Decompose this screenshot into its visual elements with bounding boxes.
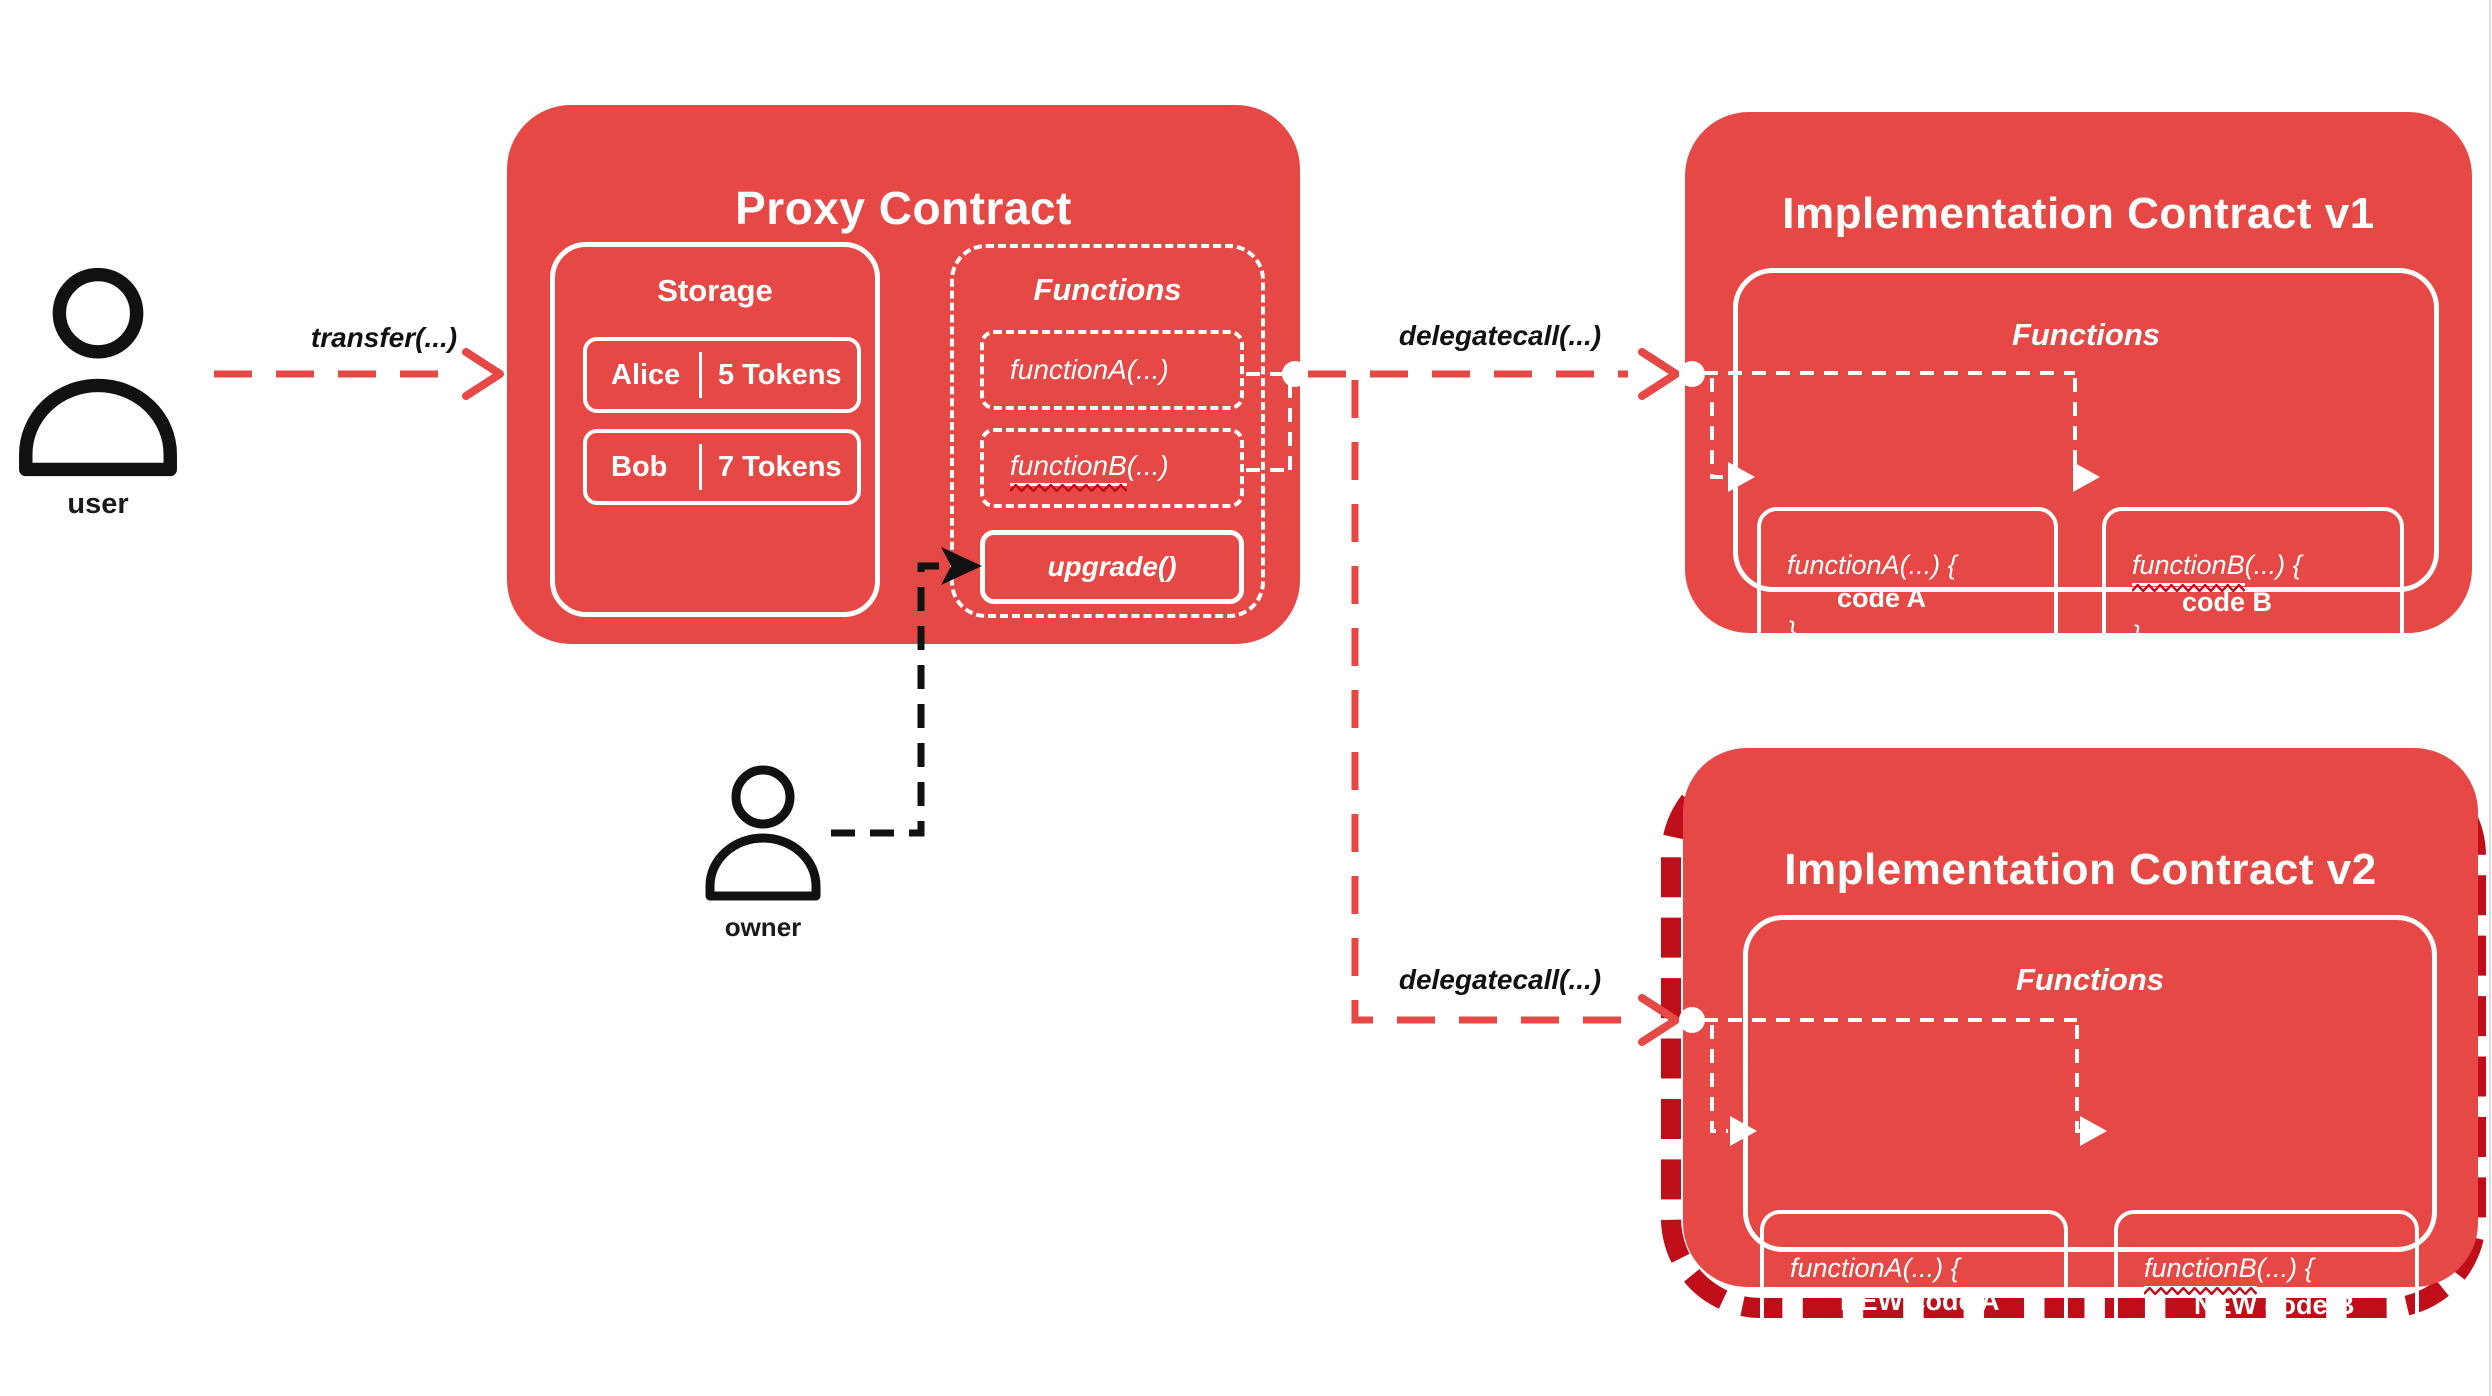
code-line-close: }: [2132, 620, 2142, 650]
proxy-contract-box: Proxy Contract Storage Alice 5 Tokens Bo…: [507, 105, 1300, 644]
user-actor: user: [14, 266, 182, 526]
proxy-function-a-box: functionA(...): [980, 330, 1244, 410]
code-line-body: NEW code A: [1840, 1286, 2000, 1316]
impl-v1-function-a-box: functionA(...) { code A }: [1757, 507, 2058, 679]
impl-v2-function-b-box: functionB(...) { NEW code B }: [2114, 1210, 2419, 1386]
squiggle-underline-icon: [2144, 1287, 2257, 1295]
proxy-functions-title: Functions: [1033, 272, 1182, 307]
storage-row-name: Bob: [611, 450, 668, 483]
code-line-open: functionB(...) {: [2144, 1252, 2415, 1295]
owner-label: owner: [724, 912, 802, 942]
code-line-close: }: [1787, 616, 1797, 646]
code-line-close: }: [1790, 1319, 1800, 1349]
proxy-function-b-args: (...): [1126, 450, 1169, 481]
transfer-edge-label: transfer(...): [310, 322, 458, 353]
impl-v2-functions-box: Functions functionA(...) { NEW code A } …: [1743, 915, 2437, 1386]
impl-v1-functions-title: Functions: [2011, 317, 2161, 352]
impl-v1-function-b-box: functionB(...) { code B }: [2102, 507, 2404, 679]
storage-row-divider: [699, 352, 702, 398]
impl-v1-functions-box: Functions functionA(...) { code A } func…: [1733, 268, 2439, 679]
proxy-storage-title: Storage: [657, 273, 773, 308]
proxy-upgrade-label: upgrade(): [1047, 551, 1177, 582]
transfer-arrowhead-icon: [462, 348, 504, 400]
squiggle-underline-icon: [2132, 584, 2245, 592]
owner-person-icon: [705, 765, 821, 901]
code-line-open: functionA(...) {: [1790, 1253, 1960, 1283]
implementation-v1-title: Implementation Contract v1: [1782, 189, 2375, 238]
code-line-open: functionB(...) {: [2132, 549, 2400, 592]
impl-v2-function-a-box: functionA(...) { NEW code A }: [1760, 1210, 2068, 1386]
user-person-icon: [19, 267, 177, 477]
delegatecall-v2-line: [1351, 380, 1628, 1024]
proxy-storage-box: Storage Alice 5 Tokens Bob 7 Tokens: [550, 242, 880, 617]
impl-v1-function-b-args: (...) {: [2244, 550, 2302, 580]
implementation-v2-box: Implementation Contract v2 Functions fun…: [1683, 748, 2478, 1386]
owner-actor: owner: [701, 760, 825, 950]
delegatecall-v2-edge-label: delegatecall(...): [1398, 964, 1602, 995]
impl-v2-function-b-name: functionB: [2144, 1252, 2257, 1295]
code-line-body: NEW code B: [2194, 1290, 2355, 1320]
storage-row-tokens: 7 Tokens: [718, 450, 842, 483]
delegatecall-v1-edge-label: delegatecall(...): [1398, 320, 1602, 351]
proxy-upgrade-box: upgrade(): [980, 530, 1244, 604]
proxy-contract-title: Proxy Contract: [735, 182, 1072, 234]
storage-row-bob: Bob 7 Tokens: [583, 429, 861, 505]
code-line-open: functionA(...) {: [1787, 550, 1957, 580]
impl-v2-functions-title: Functions: [2015, 962, 2165, 997]
impl-v1-function-b-name: functionB: [2132, 549, 2245, 592]
implementation-v2-title: Implementation Contract v2: [1784, 845, 2377, 894]
implementation-v1-box: Implementation Contract v1 Functions fun…: [1685, 112, 2472, 679]
storage-row-tokens: 5 Tokens: [718, 358, 842, 391]
storage-row-name: Alice: [611, 358, 681, 391]
storage-row-alice: Alice 5 Tokens: [583, 337, 861, 413]
storage-row-divider: [699, 444, 702, 490]
code-line-body: code A: [1837, 583, 1927, 613]
squiggle-underline-icon: [1010, 484, 1127, 492]
proxy-function-b-box: functionB(...): [980, 428, 1244, 508]
proxy-function-a-label: functionA(...): [1010, 354, 1169, 385]
user-label: user: [67, 488, 129, 520]
impl-v2-function-b-args: (...) {: [2256, 1253, 2314, 1283]
screenshot-edge-line: [2489, 0, 2491, 1396]
delegatecall-v1-arrowhead-icon: [1638, 348, 1680, 400]
code-line-body: code B: [2182, 587, 2273, 617]
proxy-function-b-name: functionB: [1010, 450, 1127, 492]
proxy-functions-box: Functions functionA(...) functionB(...) …: [950, 244, 1265, 618]
code-line-close: }: [2144, 1323, 2154, 1353]
proxy-function-b-label: functionB(...): [1010, 450, 1169, 492]
